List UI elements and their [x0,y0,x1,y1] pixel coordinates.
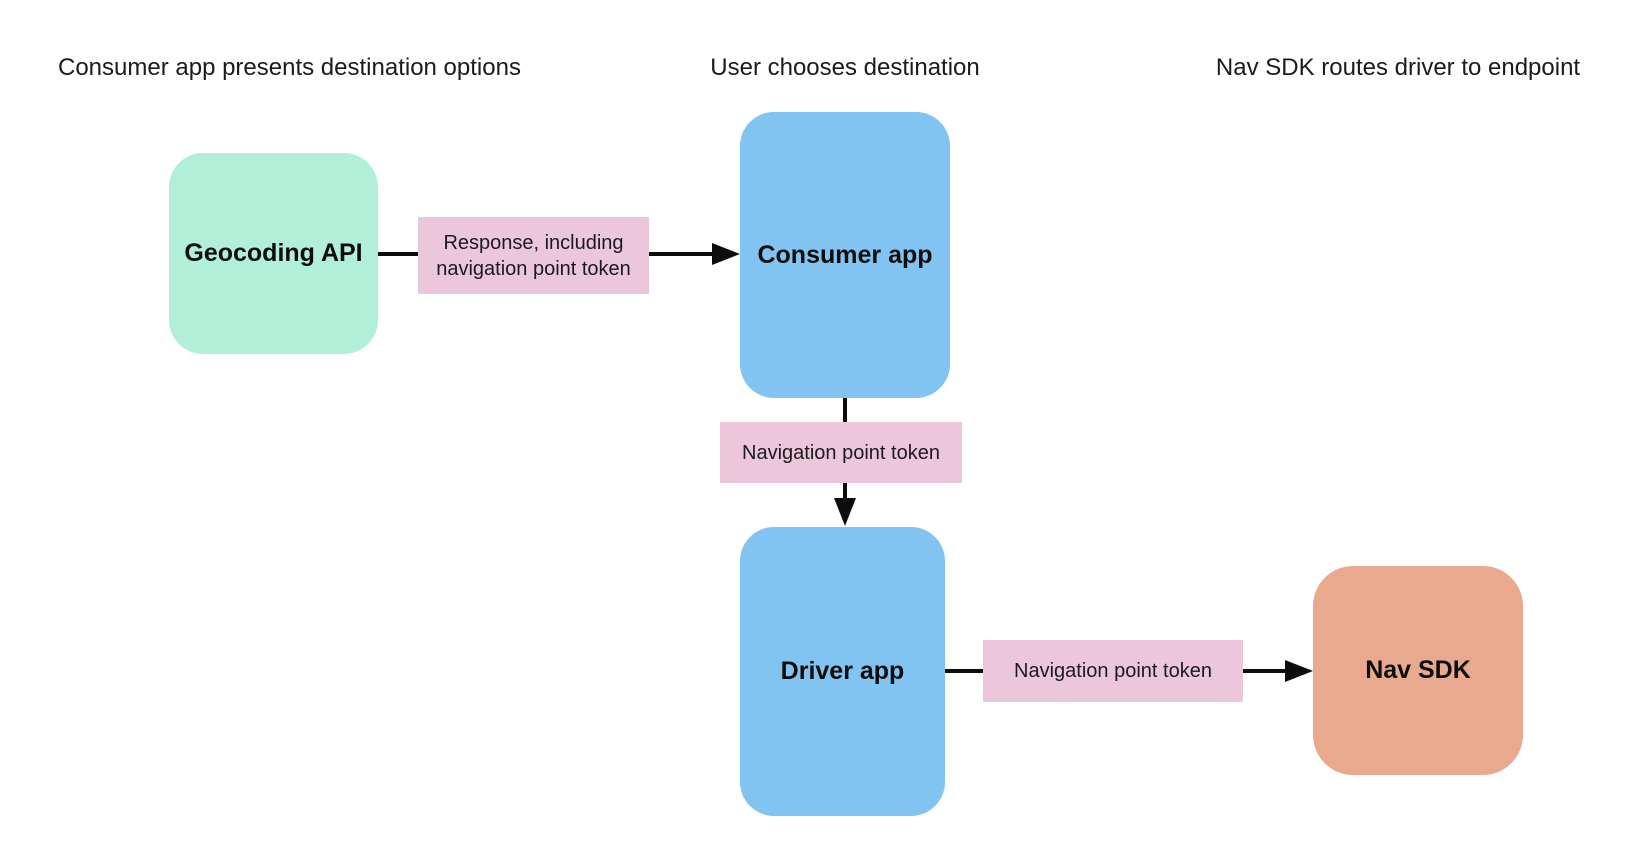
node-geocoding-api: Geocoding API [169,153,378,354]
connector-label-to-consumer [649,252,714,256]
stage-heading-user-chooses: User chooses destination [710,54,980,81]
edge-label-navigation-point-token-2: Navigation point token [983,640,1243,702]
stage-heading-navsdk-routes: Nav SDK routes driver to endpoint [1215,54,1581,81]
arrowhead-right-icon [1285,660,1313,682]
node-nav-sdk: Nav SDK [1313,566,1523,775]
edge-label-response-navigation-point-token: Response, including navigation point tok… [418,217,649,294]
connector-geocoding-to-label [378,252,418,256]
connector-driver-to-label [945,669,983,673]
connector-label-to-navsdk [1243,669,1287,673]
node-driver-app-label: Driver app [780,657,905,685]
node-driver-app: Driver app [740,527,945,816]
edge-label-navigation-point-token-1: Navigation point token [720,422,962,483]
node-consumer-app-label: Consumer app [757,240,933,269]
stage-heading-consumer-presents: Consumer app presents destination option… [58,54,521,81]
node-geocoding-api-label: Geocoding API [184,239,363,267]
arrowhead-right-icon [712,243,740,265]
arrowhead-down-icon [834,498,856,526]
node-nav-sdk-label: Nav SDK [1365,656,1471,684]
node-consumer-app: Consumer app [740,112,950,398]
